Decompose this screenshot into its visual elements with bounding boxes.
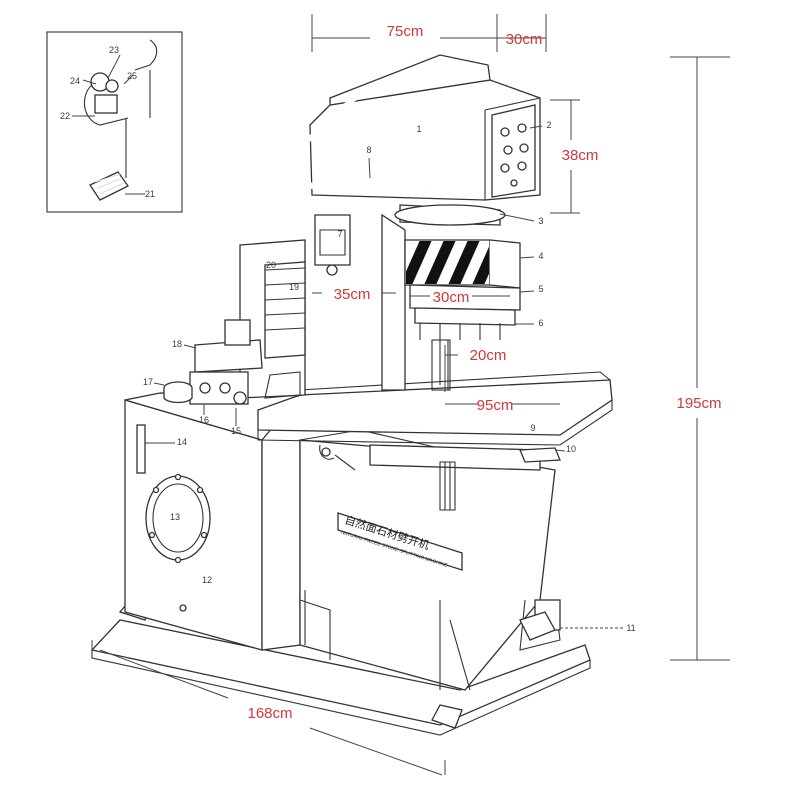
- press-column: [381, 213, 406, 391]
- valve-block: [314, 214, 351, 266]
- inset-part-number-labels: 23 24 22 25 21: [60, 45, 155, 199]
- oil-level-gauge: [136, 424, 146, 474]
- part-number-24: 24: [70, 76, 80, 86]
- part-number-5: 5: [538, 284, 543, 294]
- dimension-168cm: 168cm: [247, 705, 292, 722]
- part-number-8: 8: [366, 145, 371, 155]
- machine-nameplate: [337, 512, 463, 571]
- part-number-18: 18: [172, 339, 182, 349]
- part-number-16: 16: [199, 415, 209, 425]
- part-number-1: 1: [416, 124, 421, 134]
- dimension-75cm: 75cm: [387, 23, 424, 40]
- part-number-10: 10: [566, 444, 576, 454]
- motor: [264, 261, 306, 359]
- part-number-13: 13: [170, 512, 180, 522]
- part-number-4: 4: [538, 251, 543, 261]
- part-number-7: 7: [337, 229, 342, 239]
- dimension-20cm: 20cm: [470, 347, 507, 364]
- part-number-12: 12: [202, 575, 212, 585]
- part-number-3: 3: [538, 216, 543, 226]
- part-number-21: 21: [145, 189, 155, 199]
- part-number-labels: 1 2 3 4 5 6 7 8 9 10 11 12 13 14 15 16 1…: [143, 120, 636, 633]
- dimension-30cm-blade: 30cm: [433, 289, 470, 306]
- work-table: [257, 379, 613, 436]
- stand-body: [299, 439, 556, 691]
- part-number-6: 6: [538, 318, 543, 328]
- part-number-22: 22: [60, 111, 70, 121]
- pedal-detail-inset: [46, 31, 183, 213]
- dimension-35cm: 35cm: [334, 286, 371, 303]
- part-number-17: 17: [143, 377, 153, 387]
- machine-drawing: 自然面石材劈开机 NATURAL-FACED STONE SPLITTING M…: [90, 54, 613, 736]
- dimension-95cm: 95cm: [477, 397, 514, 414]
- dimension-labels: 75cm 30cm 38cm 195cm 35cm 30cm 20cm 95cm…: [247, 23, 721, 722]
- part-number-15: 15: [231, 426, 241, 436]
- part-number-11: 11: [626, 623, 635, 633]
- part-number-25: 25: [127, 71, 137, 81]
- dimension-38cm: 38cm: [562, 147, 599, 164]
- dimension-30cm-top: 30cm: [506, 31, 543, 48]
- part-number-23: 23: [109, 45, 119, 55]
- part-number-20: 20: [266, 260, 276, 270]
- part-number-2: 2: [546, 120, 551, 130]
- dimension-195cm: 195cm: [676, 395, 721, 412]
- dimension-lines: [91, 14, 730, 776]
- part-number-9: 9: [530, 423, 535, 433]
- part-number-19: 19: [289, 282, 299, 292]
- part-number-14: 14: [177, 437, 187, 447]
